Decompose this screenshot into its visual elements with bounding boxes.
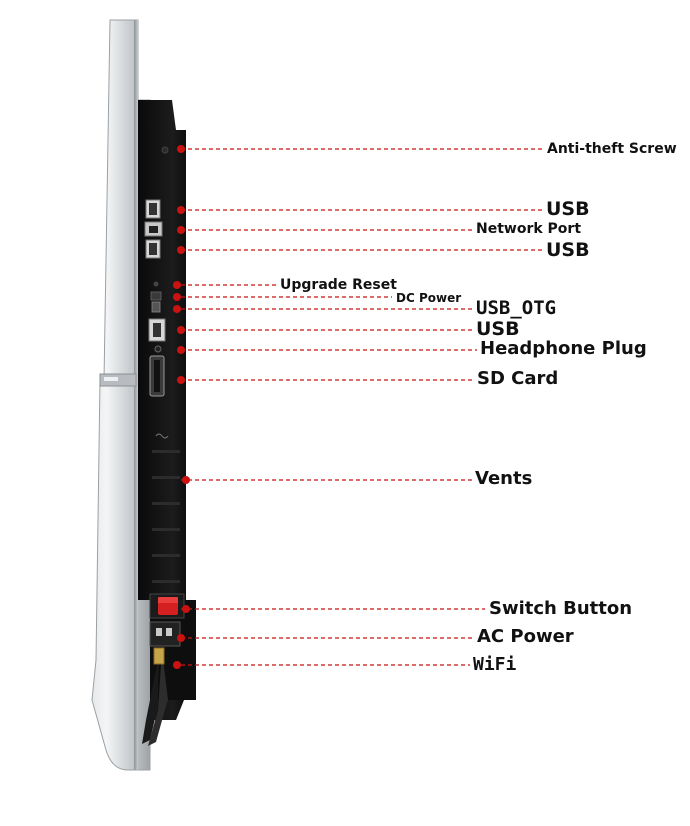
usb-otg-port-icon [151,301,161,313]
vents-group [152,450,180,583]
dot-anti-theft-screw [177,145,185,153]
callout-label-usb-otg: USB_OTG [476,297,557,319]
callout-dots [173,145,190,669]
callout-label-ac-power: AC Power [477,626,574,647]
dot-vents [182,476,190,484]
dot-wifi [173,661,181,669]
callout-label-switch-button: Switch Button [489,598,633,619]
dot-usb-1 [177,206,185,214]
dot-usb-2 [177,246,185,254]
callout-label-anti-theft-screw: Anti-theft Screw [547,141,677,157]
callout-label-upgrade-reset: Upgrade Reset [280,277,397,293]
callout-label-dc-power: DC Power [396,291,462,305]
upgrade-reset-icon [153,281,159,287]
dot-sd-card [177,376,185,384]
dot-switch-button [182,605,190,613]
ac-power-socket-icon [149,621,181,647]
callout-label-usb-3: USB [476,318,520,340]
wifi-antenna-icon [142,650,160,744]
dot-headphone [177,346,185,354]
dot-usb-3 [177,326,185,334]
anti-theft-screw-icon [161,146,169,154]
headphone-jack-icon [154,345,162,353]
dot-upgrade-reset [173,281,181,289]
callout-label-network-port: Network Port [476,221,582,237]
dot-dc-power [173,293,181,301]
callout-label-wifi: WiFi [473,654,517,675]
callout-label-headphone-plug: Headphone Plug [480,338,647,359]
dot-usb-otg [173,305,181,313]
tilde-icon [155,433,169,439]
callout-label-sd-card: SD Card [477,368,559,389]
callout-lines [181,148,542,666]
callout-label-vents: Vents [475,468,533,489]
dot-ac-power [177,634,185,642]
callout-label-usb-2: USB [546,239,590,261]
dot-network-port [177,226,185,234]
callout-label-usb-1: USB [546,198,590,220]
dc-power-jack-icon [150,291,162,301]
